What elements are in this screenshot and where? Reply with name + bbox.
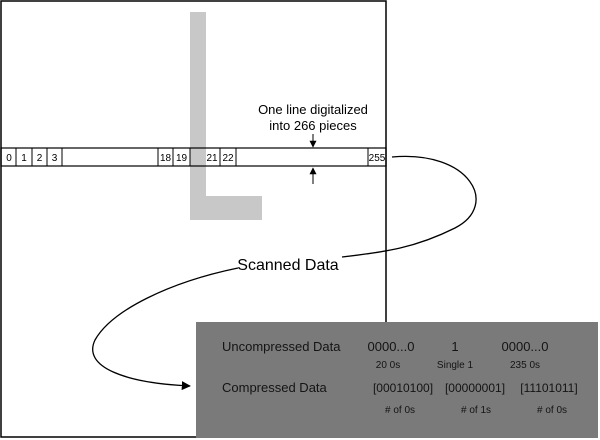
scan-annotation-line-2: into 266 pieces — [269, 118, 357, 133]
compressed-caption: # of 0s — [385, 405, 415, 416]
letter-l-shape — [190, 12, 262, 220]
pixel-cell-label: 0 — [6, 153, 12, 164]
compressed-caption: # of 1s — [461, 405, 491, 416]
scanned-data-label: Scanned Data — [237, 257, 339, 274]
pixel-cell-label: 22 — [222, 153, 234, 164]
uncompressed-caption: Single 1 — [437, 360, 474, 371]
pixel-cell-label: 1 — [21, 153, 27, 164]
uncompressed-value: 0000...0 — [368, 339, 415, 354]
pixel-cell-label: 21 — [206, 153, 218, 164]
pixel-cell-label: 3 — [52, 153, 58, 164]
uncompressed-value: 0000...0 — [502, 339, 549, 354]
pixel-cell-label: 2 — [37, 153, 43, 164]
compressed-value: [00010100] — [373, 381, 433, 395]
uncompressed-caption: 20 0s — [376, 360, 400, 371]
data-panel — [196, 322, 598, 438]
uncompressed-label: Uncompressed Data — [222, 339, 341, 354]
compressed-label: Compressed Data — [222, 380, 328, 395]
compressed-value: [00000001] — [445, 381, 505, 395]
scan-annotation-line-1: One line digitalized — [258, 102, 368, 117]
scan-to-label-connector — [341, 155, 477, 258]
scan-line-strip — [0, 147, 387, 167]
uncompressed-caption: 235 0s — [510, 360, 540, 371]
pixel-cell-label: 18 — [160, 153, 172, 164]
label-to-panel-connector — [92, 267, 239, 391]
pixel-cell-label: 19 — [176, 153, 188, 164]
pixel-cell-dividers — [15, 148, 369, 166]
compressed-value: [11101011] — [520, 381, 577, 395]
pixel-cell-label: 255 — [369, 153, 386, 164]
compressed-caption: # of 0s — [537, 405, 567, 416]
pixel-cell-labels: 0 1 2 3 18 19 21 22 255 — [6, 153, 386, 164]
uncompressed-value: 1 — [451, 339, 458, 354]
